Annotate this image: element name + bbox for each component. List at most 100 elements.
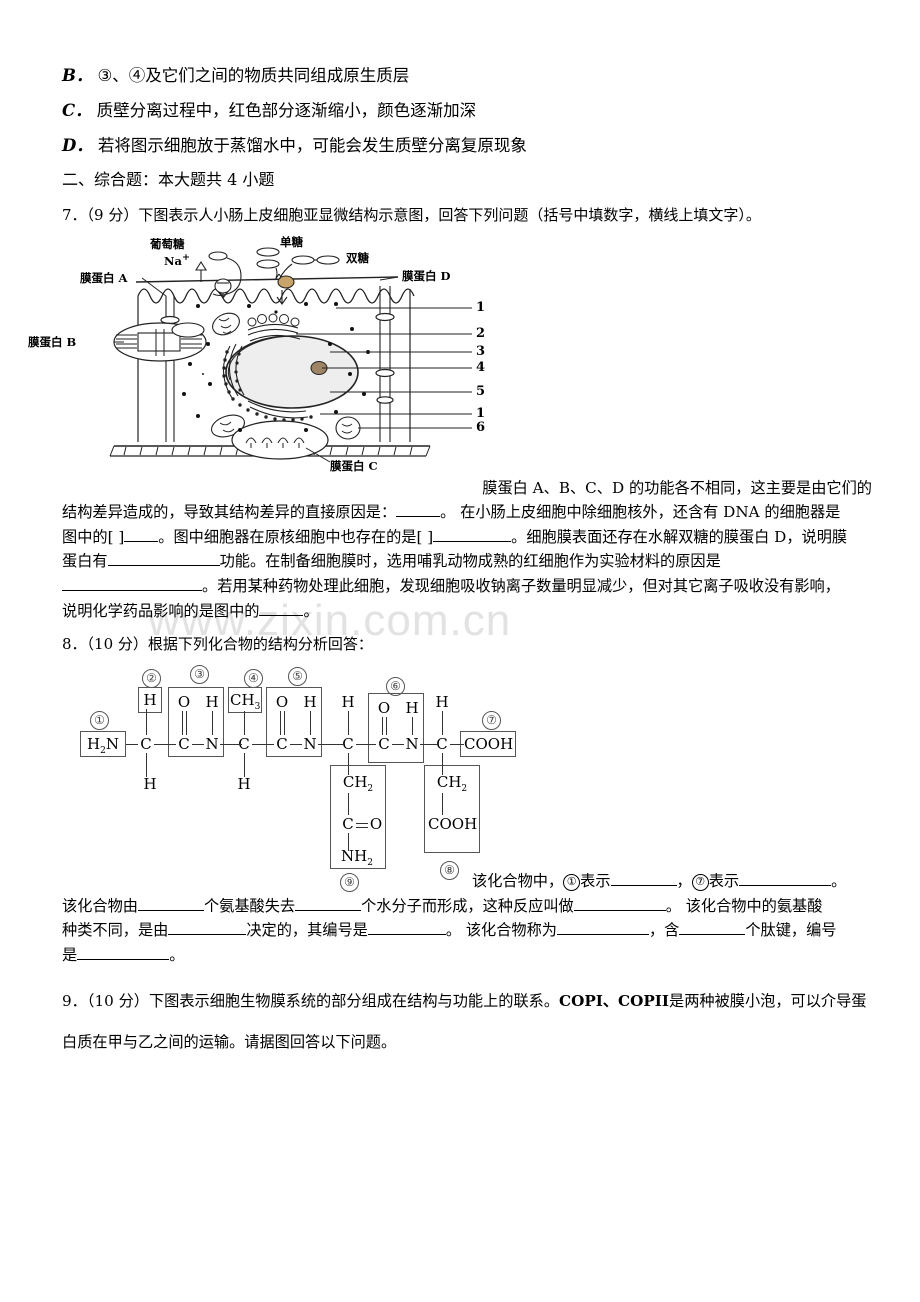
q8-body-line-2: 该化合物由个氨基酸失去个水分子而形成，这种反应叫做。 该化合物中的氨基酸 bbox=[62, 894, 872, 919]
watermark: www.zixin.com.cn bbox=[148, 596, 512, 645]
leader-number-2: 2 bbox=[476, 325, 486, 341]
circled-number-3: ③ bbox=[190, 664, 209, 684]
answer-blank[interactable] bbox=[396, 501, 441, 518]
answer-blank[interactable] bbox=[679, 919, 746, 936]
atom-o-amide-side: O bbox=[369, 814, 383, 833]
q7-line3-c: 。细胞膜表面还存在水解双糖的膜蛋白 D，说明膜 bbox=[511, 527, 848, 546]
atom-c-carbonyl-2: C bbox=[276, 734, 288, 753]
bond bbox=[146, 708, 147, 735]
atom-h2n: H2N bbox=[87, 734, 119, 756]
atom-n-amide-2: N bbox=[303, 734, 317, 753]
bond bbox=[290, 743, 302, 745]
q7-body-line-3: 图中的[ ]。图中细胞器在原核细胞中也存在的是[ ]。细胞膜表面还存在水解双糖的… bbox=[62, 525, 872, 550]
q7-line3-a: 图中的[ ] bbox=[62, 527, 125, 546]
atom-o-carbonyl-1: O bbox=[177, 692, 191, 711]
circled-ref-1: ① bbox=[563, 873, 581, 891]
group-box-4 bbox=[228, 686, 262, 713]
leader-number-1: 1 bbox=[476, 299, 486, 315]
label-membrane-protein-b: 膜蛋白 B bbox=[28, 334, 77, 349]
leader-number-6: 1 bbox=[476, 405, 486, 421]
group-box-3 bbox=[168, 686, 224, 757]
label-membrane-protein-d: 膜蛋白 D bbox=[402, 268, 451, 283]
q7-line5-b: 。若用某种药物处理此细胞，发现细胞吸收钠离子数量明显减少，但对其它离子吸收没有影… bbox=[202, 577, 840, 595]
bond bbox=[392, 743, 404, 745]
atom-c-alpha-2: C bbox=[238, 734, 250, 753]
circled-number-6: ⑥ bbox=[386, 676, 405, 696]
atom-c-alpha-1: C bbox=[140, 734, 152, 753]
atom-c-amide-side: C bbox=[342, 814, 354, 833]
atom-ch2-r4: CH2 bbox=[436, 772, 468, 794]
atom-h-r1-top: H bbox=[143, 690, 157, 709]
label-sodium-ion: Na+ bbox=[164, 251, 190, 268]
q7-line4-a: 蛋白有 bbox=[62, 552, 108, 571]
option-b-text: ③、④及它们之间的物质共同组成原生质层 bbox=[97, 66, 410, 85]
cell-diagram-svg bbox=[109, 246, 472, 462]
question-9-line-2: 白质在甲与乙之间的运输。请据图回答以下问题。 bbox=[62, 1033, 397, 1051]
option-d-text: 若将图示细胞放于蒸馏水中，可能会发生质壁分离复原现象 bbox=[97, 135, 527, 155]
option-d-letter: D． bbox=[62, 135, 93, 155]
label-monosaccharide: 单糖 bbox=[280, 234, 303, 249]
bond bbox=[182, 710, 183, 735]
atom-h-r2-bottom: H bbox=[237, 774, 251, 793]
bond bbox=[348, 752, 349, 775]
answer-blank[interactable] bbox=[739, 869, 832, 886]
circled-ref-7: ⑦ bbox=[691, 873, 709, 891]
peptide-structure-diagram: ① ② ③ ④ ⑤ ⑥ ⑦ ⑧ ⑨ H2N C C N C C bbox=[72, 664, 846, 892]
answer-blank[interactable] bbox=[77, 944, 170, 960]
circled-number-1: ① bbox=[90, 710, 109, 730]
question-8-heading: 8．（10 分）根据下列化合物的结构分析回答： bbox=[62, 635, 373, 654]
answer-blank[interactable] bbox=[107, 550, 220, 567]
q7-body-line-6: 说明化学药品影响的是图中的。 bbox=[62, 599, 872, 624]
option-c-letter: C． bbox=[62, 100, 92, 120]
answer-blank[interactable] bbox=[259, 599, 304, 616]
bond bbox=[412, 716, 413, 735]
atom-o-carbonyl-3: O bbox=[377, 698, 391, 717]
atom-h-r1-bottom: H bbox=[143, 774, 157, 793]
group-box-5 bbox=[266, 686, 322, 757]
leader-number-7: 6 bbox=[476, 419, 486, 435]
label-glucose: 葡萄糖 bbox=[150, 236, 185, 251]
page-content: B．③、④及它们之间的物质共同组成原生质层 C．质壁分离过程中，红色部分逐渐缩小… bbox=[28, 66, 872, 1051]
atom-c-alpha-4: C bbox=[436, 734, 448, 753]
answer-blank[interactable] bbox=[295, 894, 362, 911]
bond bbox=[420, 743, 438, 745]
circled-number-2: ② bbox=[142, 668, 161, 688]
group-box-8 bbox=[424, 764, 480, 853]
option-c: C．质壁分离过程中，红色部分逐渐缩小，颜色逐渐加深 bbox=[62, 99, 872, 124]
answer-blank[interactable] bbox=[573, 894, 666, 911]
atom-o-carbonyl-2: O bbox=[275, 692, 289, 711]
bond bbox=[192, 743, 204, 745]
circled-number-9: ⑨ bbox=[340, 872, 359, 892]
atom-ch2-r3: CH2 bbox=[342, 772, 374, 794]
intestinal-epithelial-cell-diagram: 葡萄糖 Na+ 单糖 双糖 膜蛋白 A 膜蛋白 B 膜蛋白 C 膜蛋白 D 1 … bbox=[28, 234, 510, 473]
answer-blank[interactable] bbox=[556, 919, 649, 936]
bond bbox=[356, 743, 376, 745]
group-box-9 bbox=[330, 764, 386, 869]
bond bbox=[318, 743, 344, 745]
atom-c-carbonyl-3: C bbox=[378, 734, 390, 753]
answer-blank[interactable] bbox=[610, 869, 677, 886]
atom-h-amide-3: H bbox=[405, 698, 419, 717]
option-c-text: 质壁分离过程中，红色部分逐渐缩小，颜色逐渐加深 bbox=[96, 100, 477, 120]
answer-blank[interactable] bbox=[124, 526, 159, 542]
bond bbox=[186, 710, 187, 735]
atom-n-amide-3: N bbox=[405, 734, 419, 753]
answer-blank[interactable] bbox=[367, 919, 446, 936]
atom-c-carbonyl-1: C bbox=[178, 734, 190, 753]
label-membrane-protein-a: 膜蛋白 A bbox=[80, 270, 128, 285]
question-7-heading: 7．（9 分）下图表示人小肠上皮细胞亚显微结构示意图，回答下列问题（括号中填数字… bbox=[62, 206, 761, 225]
q7-line6-b: 。 bbox=[303, 601, 319, 620]
group-box-6 bbox=[368, 692, 424, 763]
bond bbox=[220, 743, 242, 745]
answer-blank[interactable] bbox=[433, 526, 512, 542]
group-box-2 bbox=[138, 686, 162, 713]
q8-body-line-4: 是。 bbox=[62, 943, 872, 968]
q7-body-line-5: 。若用某种药物处理此细胞，发现细胞吸收钠离子数量明显减少，但对其它离子吸收没有影… bbox=[62, 574, 872, 599]
answer-blank[interactable] bbox=[137, 894, 204, 911]
bond bbox=[382, 716, 383, 735]
answer-blank[interactable] bbox=[168, 919, 247, 936]
answer-blank[interactable] bbox=[62, 575, 202, 591]
bond bbox=[386, 716, 387, 735]
bond bbox=[356, 826, 368, 828]
